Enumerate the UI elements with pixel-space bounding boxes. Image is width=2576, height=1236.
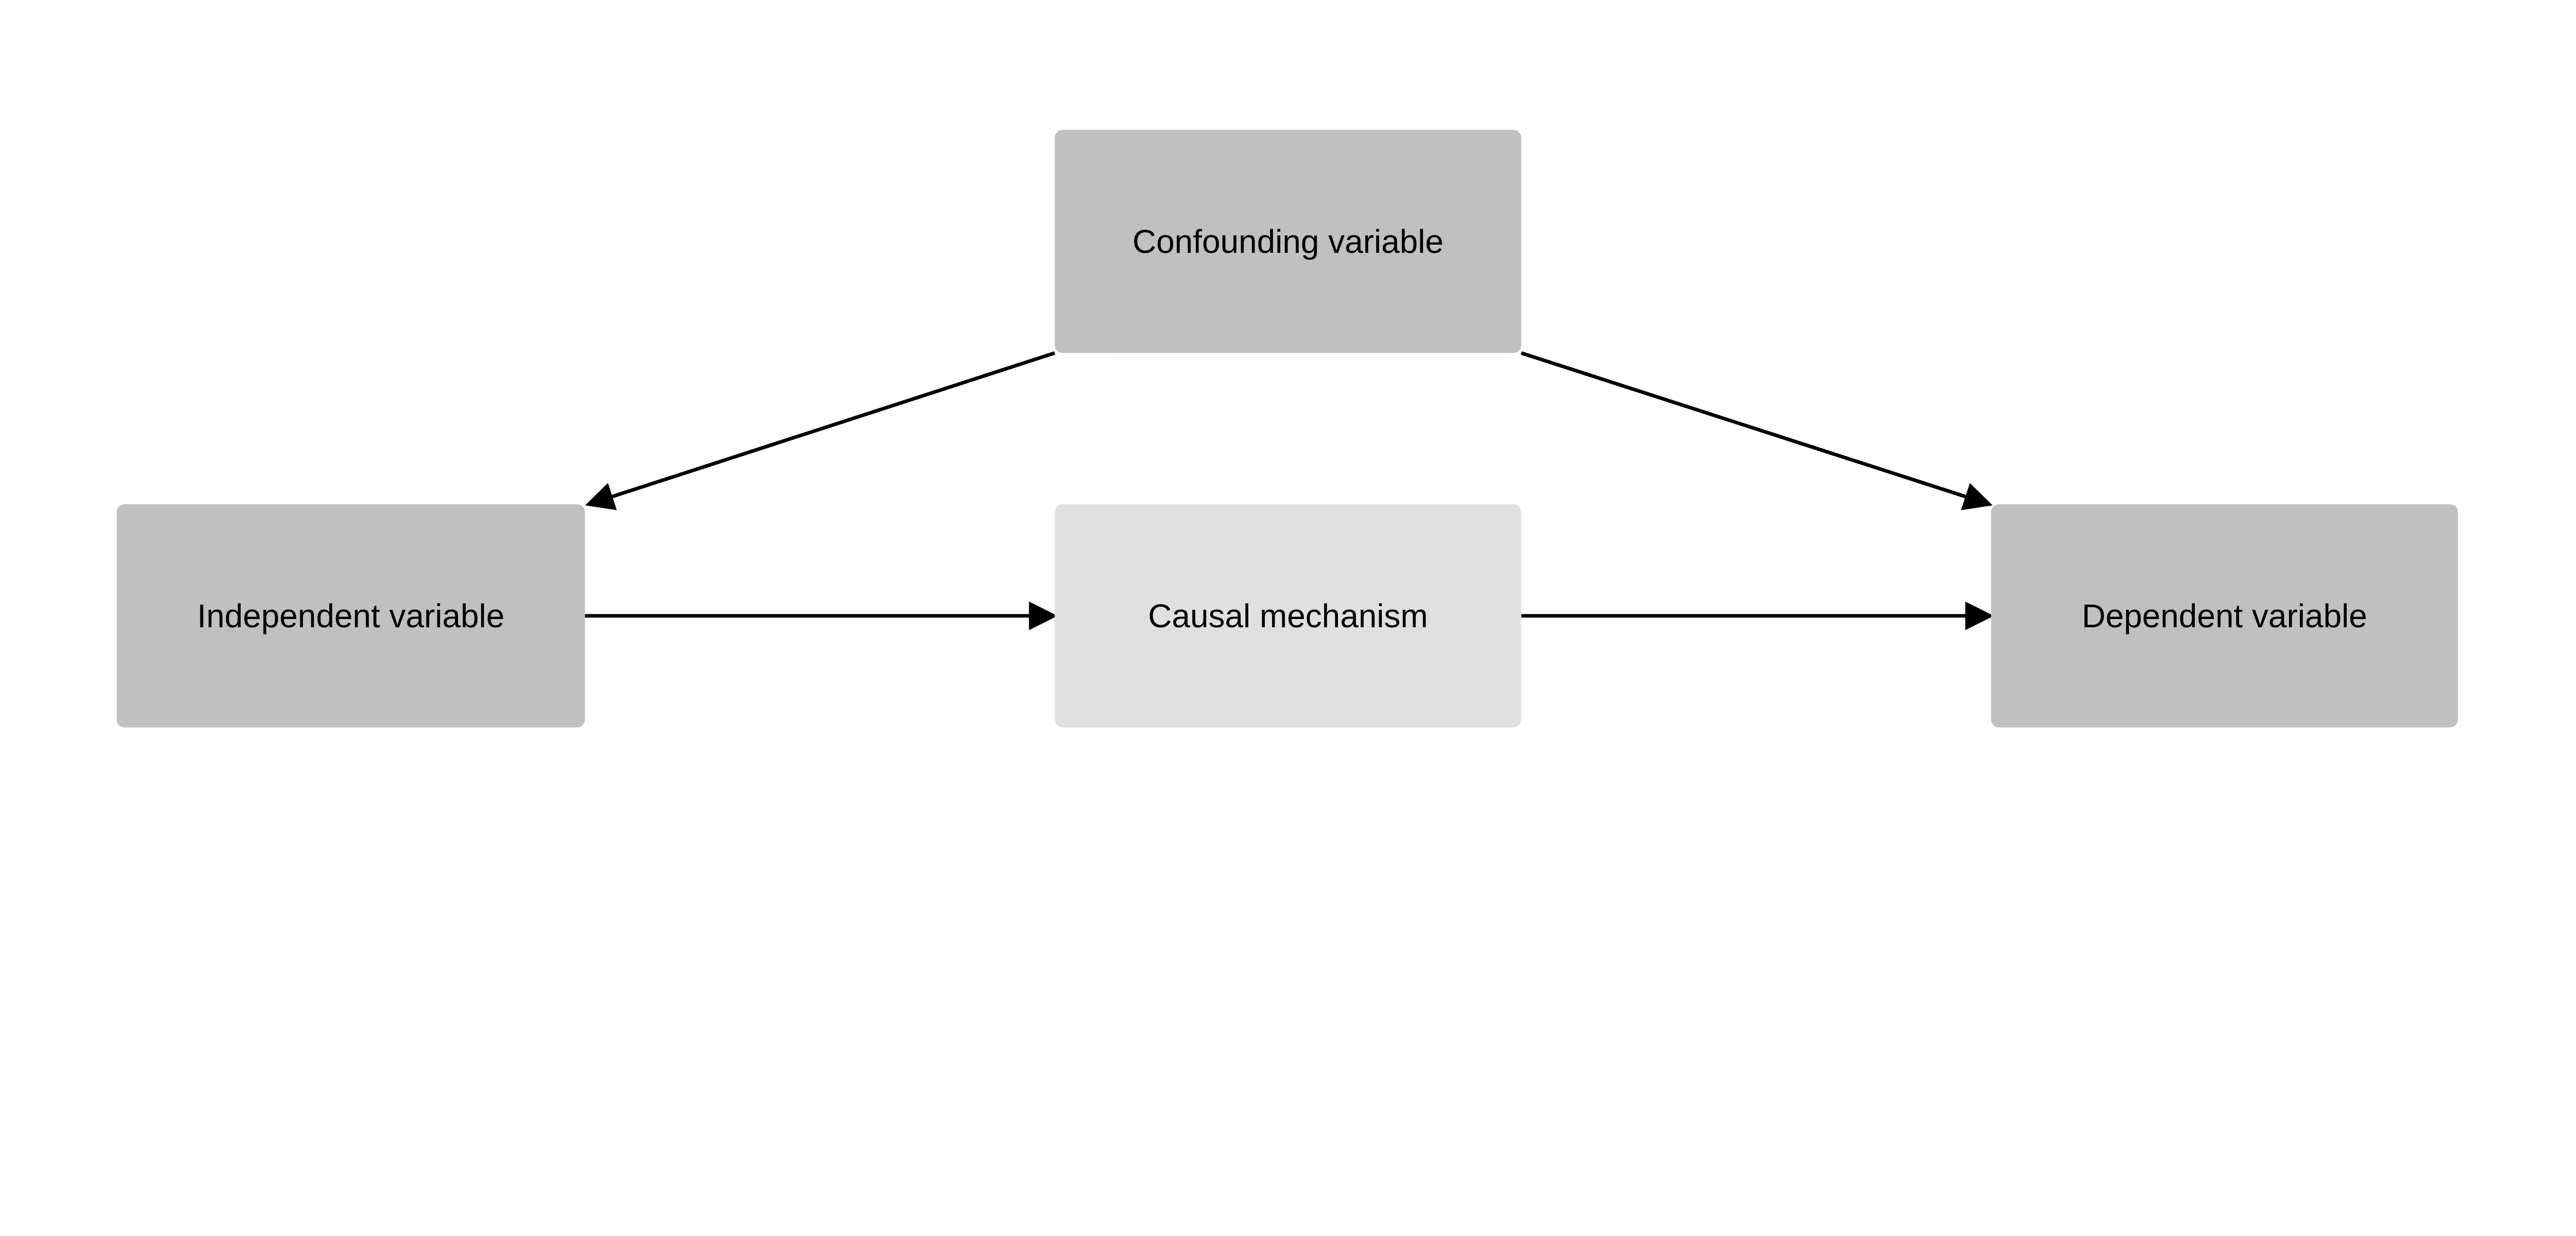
arrow-confounding-to-dependent: [1520, 351, 1993, 510]
edges-layer: [585, 351, 1994, 630]
node-independent: Independent variable: [116, 504, 585, 728]
node-label: Independent variable: [197, 597, 505, 634]
node-confounding: Confounding variable: [1055, 130, 1521, 353]
node-label: Dependent variable: [2082, 597, 2367, 634]
node-box: [1991, 504, 2458, 728]
node-mechanism: Causal mechanism: [1055, 504, 1521, 728]
node-dependent: Dependent variable: [1991, 504, 2458, 728]
node-box: [1055, 504, 1521, 728]
node-label: Confounding variable: [1132, 223, 1444, 260]
node-label: Causal mechanism: [1148, 597, 1428, 634]
node-box: [116, 504, 585, 728]
arrow-confounding-to-independent: [585, 351, 1056, 510]
node-box: [1055, 130, 1521, 353]
